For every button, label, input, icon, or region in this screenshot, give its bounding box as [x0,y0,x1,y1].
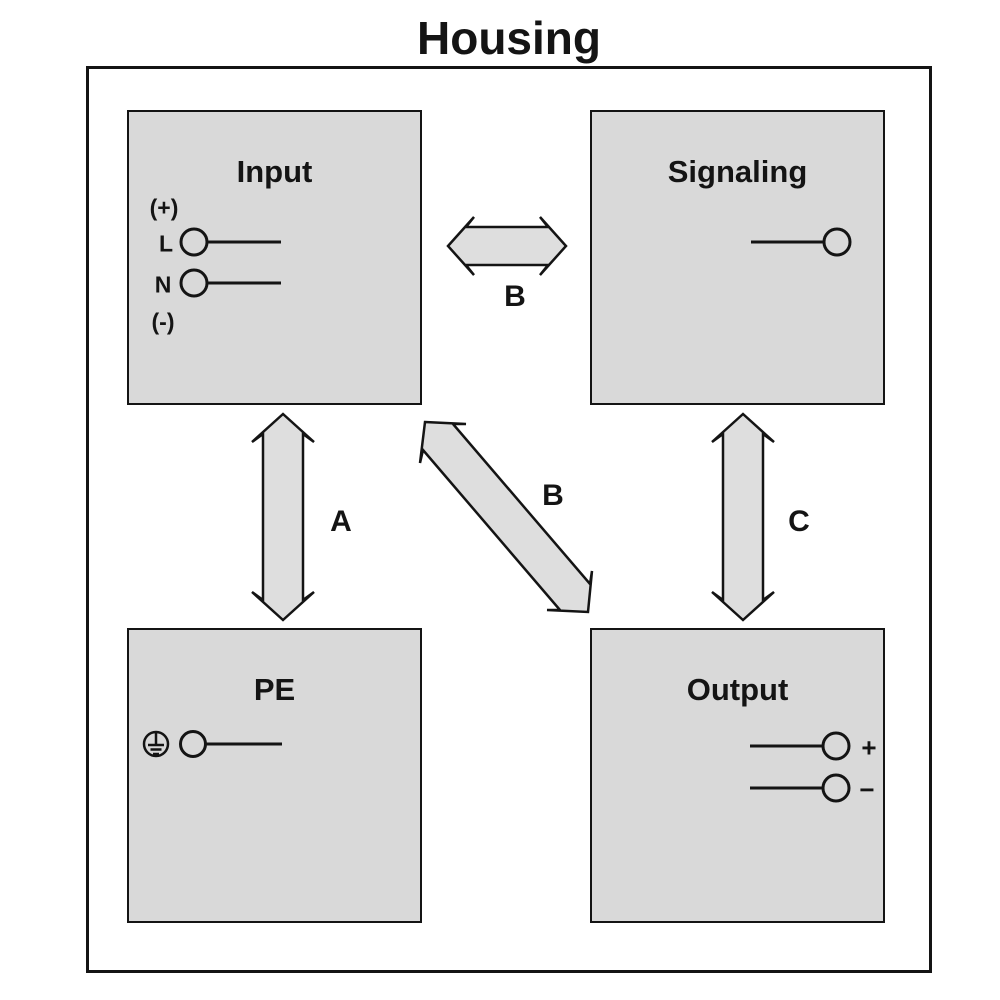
housing-outline [86,66,932,973]
signaling-box-title: Signaling [667,154,808,189]
signaling-box: Signaling [590,110,885,405]
output-plus-label: + [861,732,877,763]
arrow-label-a: A [330,505,352,538]
arrow-label-b-horizontal: B [504,280,526,313]
input-neutral-label: N [154,271,172,298]
input-box: Input (+) L N (-) [127,110,422,405]
arrow-label-c: C [788,505,810,538]
pe-box: PE [127,628,422,923]
input-minus-label: (-) [151,308,175,335]
output-minus-label: − [859,774,875,805]
output-box: Output + − [590,628,885,923]
input-box-title: Input [236,154,313,189]
diagram-title: Housing [417,12,601,64]
arrow-label-b-diagonal: B [542,479,564,512]
input-line-label: L [158,230,174,257]
pe-box-title: PE [253,672,296,707]
input-plus-label: (+) [149,194,179,221]
output-box-title: Output [686,672,789,707]
